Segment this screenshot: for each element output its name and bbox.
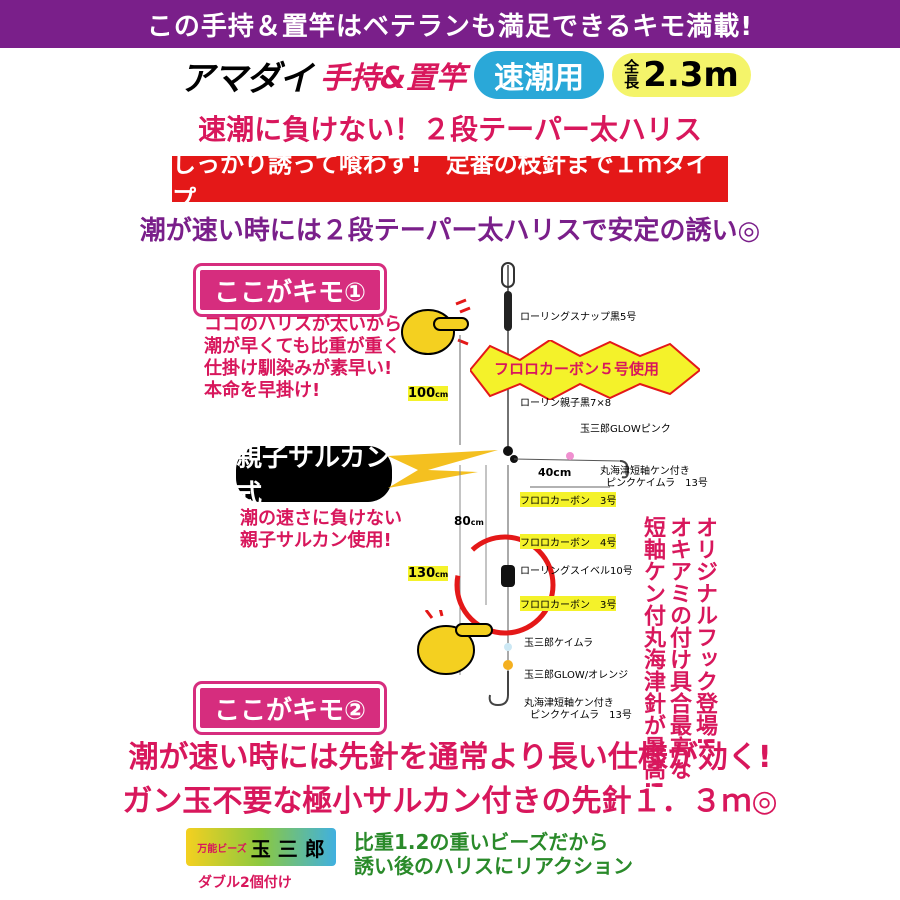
- fluoro5-label: フロロカーボン５号使用: [494, 360, 660, 378]
- length-label-2: 長: [624, 73, 640, 91]
- oyako-badge: 親子サルカン式: [236, 443, 392, 510]
- product-name: アマダイ: [180, 58, 313, 99]
- fluoro-burst: [470, 340, 700, 400]
- kimo-1-line: 本命を早掛け!: [204, 380, 321, 401]
- beads-desc: 比重1.2の重いビーズだから 誘い後のハリスにリアクション: [354, 830, 633, 878]
- pointing-hand-icon: [401, 298, 471, 355]
- len-80-value: 80: [454, 514, 471, 528]
- kimo-2-line-2: ガン玉不要な極小サルカン付きの先針１．３ｍ◎: [122, 784, 778, 819]
- len-80: 80cm: [454, 514, 484, 528]
- fluoro3a-label: フロロカーボン 3号: [520, 492, 617, 507]
- kimo-2-line-1: 潮が速い時には先針を通常より長い仕様が効く!: [128, 740, 772, 775]
- hook1-label-a: 丸海津短軸ケン付き: [600, 466, 690, 477]
- cm-unit: cm: [435, 390, 449, 399]
- cm-unit: cm: [470, 518, 484, 527]
- lightning-icon: [388, 450, 498, 488]
- snap-label: ローリングスナップ黒5号: [520, 312, 637, 323]
- length-badge: 全長 2.3m: [612, 53, 751, 97]
- tama-keimura-label: 玉三郎ケイムラ: [524, 638, 594, 649]
- beads-desc-line: 比重1.2の重いビーズだから: [354, 830, 609, 854]
- kimo-1-badge: ここがキモ①: [196, 266, 385, 314]
- kimo-1-line: 潮が早くても比重が重く: [204, 336, 401, 357]
- hook1-label-b: ピンクケイムラ 13号: [606, 478, 708, 489]
- subtitle-2: しっかり誘って喰わす! 定番の枝針まで１ｍタイプ: [172, 150, 728, 213]
- subtitle-3: 潮が速い時には２段テーパー太ハリスで安定の誘い◎: [139, 216, 761, 246]
- style-label: 手持&置竿: [320, 53, 467, 97]
- kimo-2-badge: ここがキモ②: [196, 684, 385, 732]
- vertical-col: オキアミの付け具合最高な: [666, 516, 691, 780]
- oyako-line: 親子サルカン使用!: [240, 530, 392, 551]
- length-value: 2.3m: [643, 55, 739, 95]
- hook2-label-b: ピンクケイムラ 13号: [530, 710, 632, 721]
- title-row: アマダイ 手持&置竿 速潮用 全長 2.3m: [180, 51, 751, 99]
- subtitle-1: 速潮に負けない！２段テーパー太ハリス: [198, 113, 702, 146]
- pointing-hand-icon: [417, 610, 493, 675]
- fluoro4-label: フロロカーボン 4号: [520, 534, 617, 549]
- kimo-1-text: ココのハリスが太いから 潮が早くても比重が重く 仕掛け馴染みが素早い! 本命を早…: [204, 314, 402, 402]
- beads-desc-line: 誘い後のハリスにリアクション: [354, 854, 633, 878]
- swivel10-label: ローリングスイベル10号: [520, 566, 633, 577]
- oyako-text: 潮の速さに負けない 親子サルカン使用!: [240, 508, 402, 552]
- beads-brand-small: 万能ビーズ: [197, 843, 247, 855]
- oyako-swivel-label: ローリン親子黒7×8: [520, 398, 612, 409]
- length-label-1: 全: [624, 58, 640, 76]
- oyako-line: 潮の速さに負けない: [240, 508, 402, 529]
- cm-unit: cm: [435, 570, 449, 579]
- len-130: 130cm: [408, 566, 449, 581]
- kimo-1-line: 仕掛け馴染みが素早い!: [204, 358, 393, 379]
- top-banner: この手持＆置竿はベテランも満足できるキモ満載!: [0, 0, 900, 48]
- len-100: 100cm: [408, 386, 449, 401]
- beads-badge: 万能ビーズ 玉 三 郎: [186, 828, 336, 866]
- beads-sub: ダブル2個付け: [198, 875, 292, 891]
- hook2-label-a: 丸海津短軸ケン付き: [524, 698, 614, 709]
- len-40: 40cm: [538, 466, 572, 479]
- vertical-col: 短軸ケン付丸海津針が最高!: [640, 516, 665, 791]
- tama-pink-label: 玉三郎GLOWピンク: [580, 424, 671, 435]
- kimo-1-line: ココのハリスが太いから: [204, 314, 402, 335]
- len-130-value: 130: [408, 566, 436, 581]
- fluoro3b-label: フロロカーボン 3号: [520, 596, 617, 611]
- tama-orange-label: 玉三郎GLOW/オレンジ: [524, 670, 629, 681]
- len-100-value: 100: [408, 386, 436, 401]
- beads-brand: 玉 三 郎: [250, 836, 325, 861]
- current-badge: 速潮用: [474, 51, 605, 99]
- vertical-col: オリジナルフック登場!: [692, 516, 717, 747]
- vertical-note: オリジナルフック登場! オキアミの付け具合最高な 短軸ケン付丸海津針が最高!: [640, 516, 717, 791]
